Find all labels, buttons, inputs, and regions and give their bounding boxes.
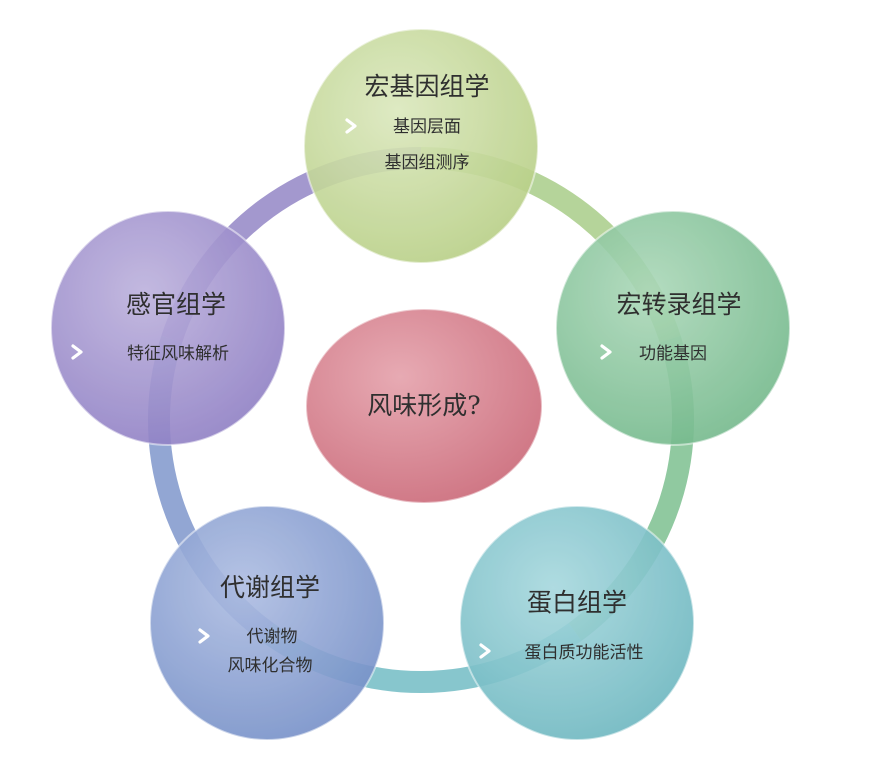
node-detail-metabolomics-2: 风味化合物 — [228, 656, 313, 676]
node-title-sensoromics: 感官组学 — [126, 290, 226, 319]
node-detail-metagenomics-1: 基因层面 — [393, 117, 461, 137]
node-metabolomics — [149, 505, 385, 741]
node-detail-metatranscriptomics-1: 功能基因 — [639, 344, 707, 364]
center-node: 风味形成? — [305, 308, 543, 504]
node-sensoromics — [50, 210, 286, 446]
node-title-metatranscriptomics: 宏转录组学 — [616, 290, 741, 319]
node-circle-sensoromics — [50, 210, 286, 446]
node-circle-metagenomics — [303, 28, 539, 264]
node-circle-metatranscriptomics — [555, 210, 791, 446]
node-detail-proteomics-1: 蛋白质功能活性 — [525, 643, 644, 663]
chevron-right-icon — [198, 628, 210, 644]
node-title-metagenomics: 宏基因组学 — [364, 72, 489, 101]
node-circle-proteomics — [459, 505, 695, 741]
node-labels: 宏基因组学 基因层面 基因组测序 宏转录组学 功能基因 蛋白组学 蛋白质功能活性… — [71, 72, 742, 676]
node-metagenomics — [303, 28, 539, 264]
node-metatranscriptomics — [555, 210, 791, 446]
node-title-metabolomics: 代谢组学 — [220, 573, 320, 602]
node-title-proteomics: 蛋白组学 — [527, 588, 627, 617]
node-detail-sensoromics-1: 特征风味解析 — [127, 344, 229, 364]
chevron-right-icon — [479, 643, 491, 659]
chevron-right-icon — [71, 344, 83, 360]
node-detail-metabolomics-1: 代谢物 — [247, 627, 298, 647]
chevron-right-icon — [600, 344, 612, 360]
node-circle-metabolomics — [149, 505, 385, 741]
node-proteomics — [459, 505, 695, 741]
center-circle — [305, 308, 543, 504]
node-detail-metagenomics-2: 基因组测序 — [385, 153, 470, 173]
chevron-right-icon — [345, 118, 357, 134]
center-label: 风味形成? — [367, 391, 480, 420]
